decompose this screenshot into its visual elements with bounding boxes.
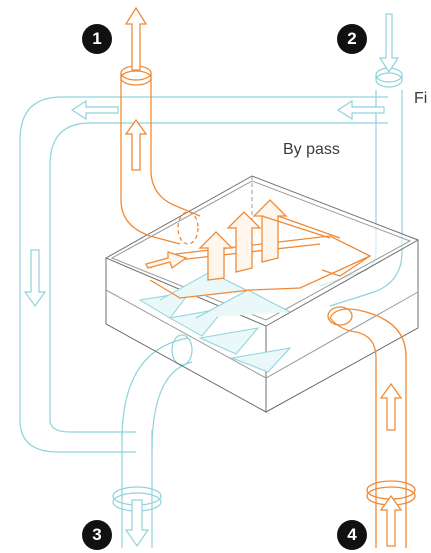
arrow-up-icon xyxy=(381,384,401,430)
arrow-up-icon xyxy=(126,120,146,170)
badge-four: 4 xyxy=(337,520,367,550)
badge-one: 1 xyxy=(82,24,112,54)
arrow-up-icon xyxy=(381,496,401,546)
arrow-left-icon xyxy=(338,101,384,119)
badge-two: 2 xyxy=(337,24,367,54)
arrow-up-icon xyxy=(126,8,146,70)
bypass-label: By pass xyxy=(283,141,340,159)
arrow-down-icon xyxy=(380,14,398,72)
arrow-down-icon xyxy=(25,250,45,306)
filter-label-partial: Fi xyxy=(414,90,427,108)
arrow-down-icon xyxy=(126,500,148,546)
badge-three: 3 xyxy=(82,520,112,550)
arrow-left-icon xyxy=(72,101,118,119)
